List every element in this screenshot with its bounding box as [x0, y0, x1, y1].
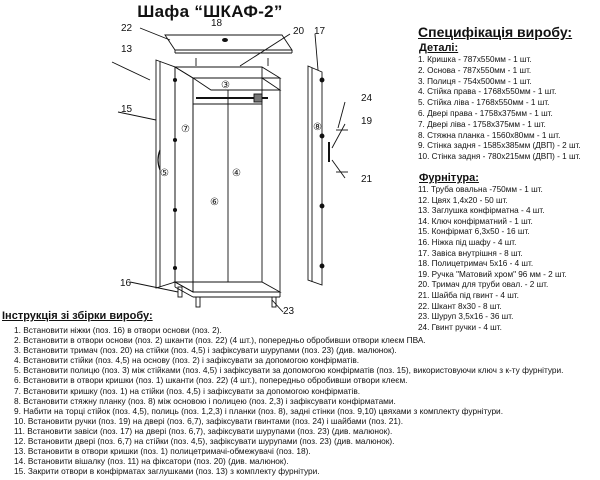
base-panel [173, 281, 282, 293]
callout-17: 17 [314, 26, 326, 37]
hardware-list: 11. Труба овальна -750мм - 1 шт. 12. Цвя… [418, 185, 598, 333]
left-side-panel [174, 66, 194, 293]
hardware-item: 16. Ніжка під шафу - 4 шт. [418, 237, 517, 247]
position-6: ⑥ [210, 197, 219, 208]
parts-item: 9. Стінка задня - 1585x385мм (ДВП) - 2 ш… [418, 141, 581, 151]
hardware-title: Фурнітура: [419, 171, 479, 184]
instruction-step: 2. Встановити в отвори основи (поз. 2) ш… [14, 335, 426, 346]
hardware-item: 19. Ручка "Матовий хром" 96 мм - 2 шт. [418, 269, 567, 279]
instruction-step: 10. Встановити ручки (поз. 19) на двері … [14, 415, 404, 426]
instruction-step: 1. Встановити ніжки (поз. 16) в отвори о… [14, 325, 222, 335]
position-3: ③ [221, 80, 230, 91]
page-title: Шафа “ШКАФ-2” [137, 2, 283, 21]
parts-item: 10. Стінка задня - 780x215мм (ДВП) - 1 ш… [418, 152, 581, 162]
specification-block: Специфікація виробу: Деталі: 1. Кришка -… [418, 24, 598, 333]
instruction-step: 7. Встановити кришку (поз. 1) на стійки … [14, 385, 361, 396]
callout-18: 18 [211, 18, 223, 29]
assembly-instructions: Інструкція зі збірки виробу: 1. Встанови… [2, 310, 598, 476]
parts-item: 7. Двері ліва - 1758x375мм - 1 шт. [418, 119, 546, 129]
instruction-step: 12. Встановити двері (поз. 6,7) на стійк… [14, 436, 395, 447]
instruction-step: 3. Встановити тримач (поз. 20) на стійки… [14, 345, 397, 356]
callout-22: 22 [121, 23, 133, 34]
instruction-step: 15. Закрити отвори в конфірматах заглушк… [14, 466, 320, 477]
hardware-item: 15. Конфірмат 6,3x50 - 16 шт. [418, 227, 530, 237]
wardrobe-assembly-diagram: 18 22 13 15 20 17 24 19 21 16 23 ⑦ ⑤ ③ ④… [111, 18, 373, 317]
position-4: ④ [232, 168, 241, 179]
callout-13: 13 [121, 44, 133, 55]
instruction-step: 8. Встановити стяжну планку (поз. 8) між… [14, 395, 396, 406]
hardware-item: 13. Заглушка конфірматна - 4 шт. [418, 206, 545, 216]
hardware-item: 18. Полицетримач 5x16 - 4 шт. [418, 259, 534, 269]
instructions-list: 1. Встановити ніжки (поз. 16) в отвори о… [2, 325, 598, 476]
callout-16: 16 [120, 278, 132, 289]
position-7: ⑦ [181, 124, 190, 135]
instruction-step: 5. Встановити полицю (поз. 3) між стійка… [14, 365, 564, 376]
callout-20: 20 [293, 26, 305, 37]
instructions-title: Інструкція зі збірки виробу: [2, 310, 153, 322]
rail-holder [253, 93, 263, 103]
parts-item: 1. Кришка - 787x550мм - 1 шт. [418, 55, 532, 64]
parts-item: 5. Стійка ліва - 1768x550мм - 1 шт. [418, 98, 550, 108]
hardware-item: 23. Шуруп 3,5x16 - 36 шт. [418, 312, 514, 322]
position-5: ⑤ [160, 168, 169, 179]
hardware-item: 17. Завіса внутрішня - 8 шт. [418, 248, 523, 258]
parts-item: 2. Основа - 787x550мм - 1 шт. [418, 65, 532, 75]
parts-list: 1. Кришка - 787x550мм - 1 шт. 2. Основа … [418, 55, 598, 163]
hardware-item: 14. Ключ конфірматний - 1 шт. [418, 216, 533, 226]
callout-24: 24 [361, 93, 373, 104]
position-8: ⑧ [313, 122, 322, 133]
specification-title: Специфікація виробу: [418, 24, 573, 40]
right-door [307, 65, 323, 286]
parts-item: 4. Стійка права - 1768x550мм - 1 шт. [418, 87, 557, 97]
hardware-item: 20. Тримач для труби овал. - 2 шт. [418, 280, 549, 290]
hardware-item: 22. Шкант 8x30 - 8 шт. [418, 301, 502, 311]
callout-21: 21 [361, 174, 373, 185]
callout-15: 15 [121, 104, 133, 115]
instruction-step: 9. Набити на торці стійок (поз. 4,5), по… [14, 405, 504, 416]
instruction-step: 14. Встановити вішалку (поз. 11) на фікс… [14, 456, 289, 467]
hardware-item: 12. Цвях 1,4x20 - 50 шт. [418, 195, 508, 205]
hardware-item: 11. Труба овальна -750мм - 1 шт. [418, 184, 543, 194]
hardware-item: 21. Шайба під гвинт - 4 шт. [418, 290, 519, 300]
callout-19: 19 [361, 116, 373, 127]
parts-item: 3. Полиця - 754x500мм - 1 шт. [418, 76, 532, 86]
parts-item: 6. Двері права - 1758x375мм - 1 шт. [418, 108, 553, 118]
shelf-panel [191, 77, 282, 91]
lid-panel [164, 34, 293, 51]
callout-23: 23 [283, 306, 295, 317]
hardware-item: 24. Гвинт ручки - 4 шт. [418, 322, 502, 332]
instruction-step: 6. Встановити в отвори кришки (поз. 1) ш… [14, 375, 408, 386]
instruction-step: 13. Встановити в отвори кришки (поз. 1) … [14, 446, 311, 457]
parts-title: Деталі: [419, 42, 459, 54]
instruction-step: 4. Встановити стійки (поз. 4,5) на основ… [14, 355, 360, 366]
parts-item: 8. Стяжна планка - 1560x80мм - 1 шт. [418, 130, 561, 140]
instruction-step: 11. Встановити завіси (поз. 17) на двері… [14, 425, 393, 436]
left-door [155, 59, 176, 289]
